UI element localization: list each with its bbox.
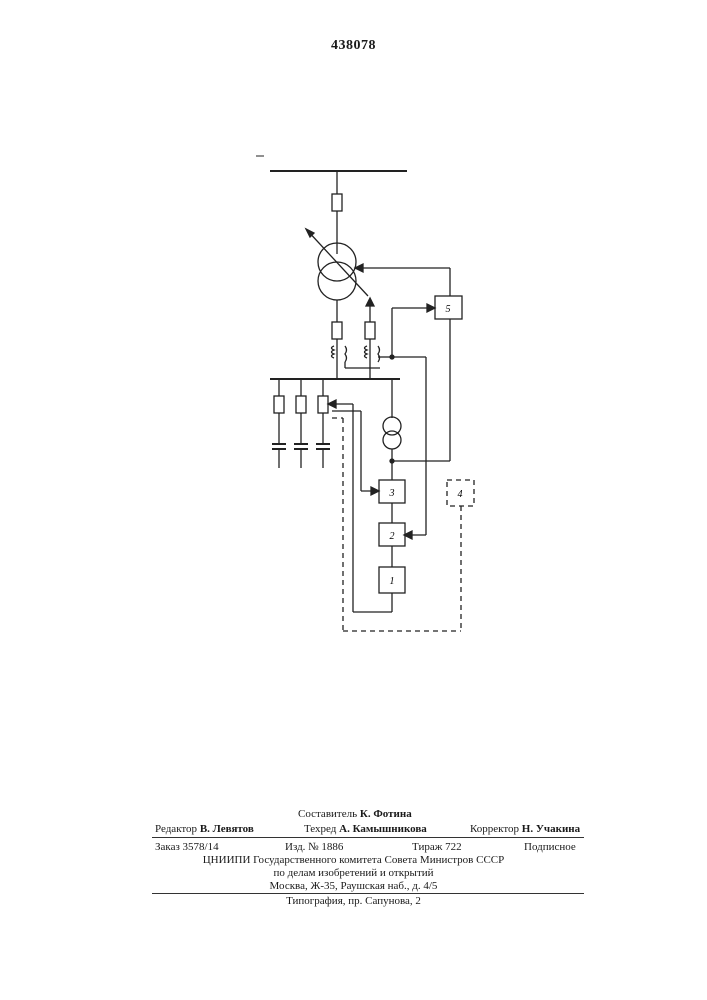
arrowhead-switch — [328, 400, 336, 408]
ct2-bracket — [378, 346, 380, 362]
credits-rule — [152, 837, 584, 838]
secondary-resistor — [332, 322, 342, 339]
block-3-label: 3 — [389, 488, 395, 499]
techred-line: Техред А. Камышникова — [304, 823, 427, 835]
compiler-name: К. Фотина — [360, 808, 412, 820]
capacitor-bank-2 — [294, 379, 308, 468]
imprint-rule — [152, 893, 584, 894]
block-2-label: 2 — [390, 531, 395, 542]
outgoing-resistor — [365, 322, 375, 339]
printing-house: Типография, пр. Сапунова, 2 — [0, 895, 707, 907]
outgoing-arrowhead — [366, 298, 374, 306]
circulation: Тираж 722 — [412, 841, 462, 853]
corrector-line: Корректор Н. Учакина — [470, 823, 580, 835]
voltage-transformer — [383, 417, 401, 449]
editor-name: В. Левятов — [200, 823, 254, 835]
block-1-label: 1 — [390, 576, 395, 587]
arrowhead-3 — [371, 487, 379, 495]
org-line-1: ЦНИИПИ Государственного комитета Совета … — [0, 854, 707, 866]
ct1-bracket — [345, 346, 347, 362]
edition-number: Изд. № 1886 — [285, 841, 343, 853]
block-5-label: 5 — [446, 304, 451, 315]
capacitor-bank-1 — [272, 379, 286, 468]
circuit-diagram: 5 3 2 1 4 — [0, 0, 707, 760]
order-number: Заказ 3578/14 — [155, 841, 219, 853]
compiler-line: Составитель К. Фотина — [298, 808, 412, 820]
compiler-label: Составитель — [298, 808, 357, 820]
editor-line: Редактор В. Левятов — [155, 823, 254, 835]
subscription: Подписное — [524, 841, 576, 853]
block-4-label: 4 — [458, 489, 463, 500]
junction-vt — [390, 459, 394, 463]
capacitor-bank-3 — [316, 379, 330, 468]
org-line-2: по делам изобретений и открытий — [0, 867, 707, 879]
arrowhead-5 — [427, 304, 435, 312]
address: Москва, Ж-35, Раушская наб., д. 4/5 — [0, 880, 707, 892]
current-transformer-2 — [365, 346, 368, 358]
corrector-label: Корректор — [470, 823, 519, 835]
corrector-name: Н. Учакина — [522, 823, 580, 835]
techred-name: А. Камышникова — [339, 823, 427, 835]
current-transformer-1 — [332, 346, 335, 358]
top-resistor — [332, 194, 342, 211]
techred-label: Техред — [304, 823, 336, 835]
editor-label: Редактор — [155, 823, 197, 835]
